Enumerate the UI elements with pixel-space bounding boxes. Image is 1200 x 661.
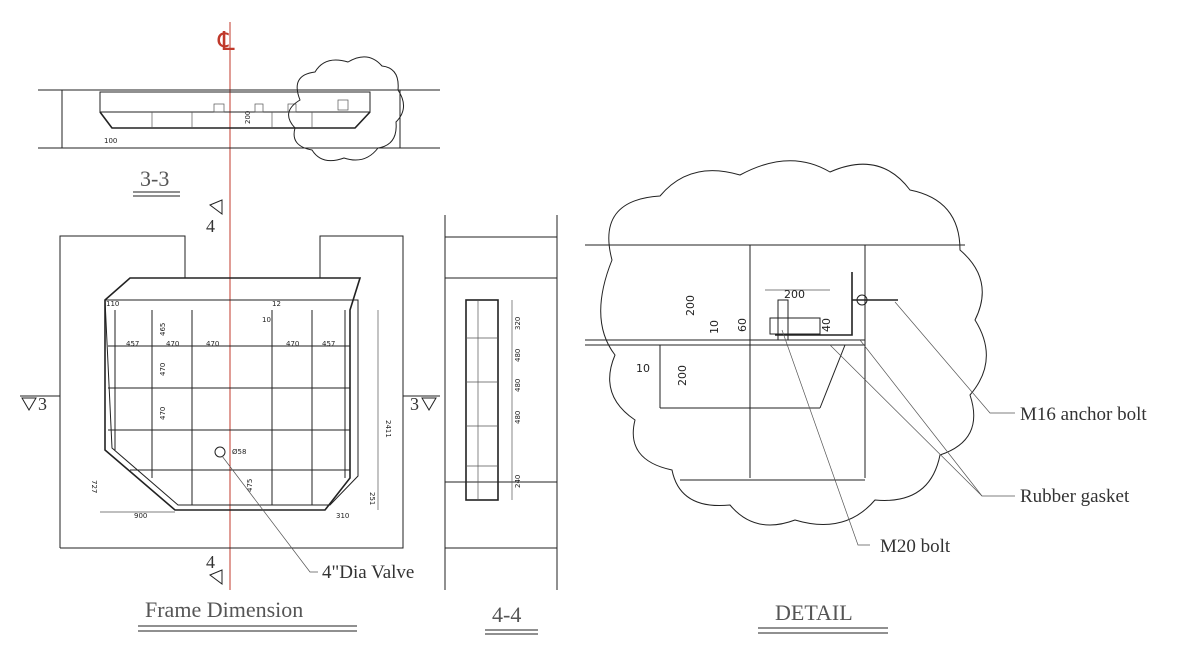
svg-text:200: 200 [244,111,252,124]
anchor-bolt-callout: M16 anchor bolt [1020,404,1147,425]
section-3-3-title: 3-3 [140,166,169,191]
valve-dim: Ø58 [232,448,246,456]
dim-470-a: 470 [166,340,179,348]
dim-470-row-b: 470 [159,407,167,420]
detail-title: DETAIL [775,600,853,625]
svg-text:100: 100 [104,137,117,145]
dim-480-b: 480 [514,379,522,392]
mark-4-top: 4 [206,216,215,236]
detail-dim-40: 40 [820,318,833,332]
dim-320: 320 [514,317,522,330]
detail-dim-200-bot: 200 [676,365,689,386]
dim-240: 240 [514,475,522,488]
dim-470-c: 470 [286,340,299,348]
centerline-symbol: ℄ [217,27,235,56]
detail-dim-200-w: 200 [784,288,805,301]
valve-symbol [214,446,226,458]
bolt-callout: M20 bolt [880,536,951,557]
dim-480-a: 480 [514,349,522,362]
dim-470-row-a: 470 [159,363,167,376]
dim-900: 900 [134,512,147,520]
detail-view: 200 200 200 10 10 60 40 M16 anchor bolt … [585,160,1147,634]
dim-727: 727 [90,480,98,493]
dim-475: 475 [246,479,254,492]
centerline: ℄ [217,22,235,590]
dim-480-c: 480 [514,411,522,424]
dim-465: 465 [159,323,167,336]
dim-457-left: 457 [126,340,139,348]
dim-251: 251 [368,492,376,505]
dim-12: 12 [272,300,281,308]
section-4-4-view: 320 480 480 480 240 4-4 [444,215,558,635]
frame-dimension-view: Ø58 457 470 470 470 457 465 470 470 475 … [20,199,440,632]
valve-callout: 4"Dia Valve [322,562,414,583]
mark-4-bottom: 4 [206,552,215,572]
detail-dim-10-b: 10 [636,362,650,375]
detail-dim-10-a: 10 [708,320,721,334]
dim-470-b: 470 [206,340,219,348]
dim-310: 310 [336,512,349,520]
mark-3-right: 3 [410,394,419,414]
section-3-3-view: 200 100 3-3 [38,56,440,197]
mark-3-left: 3 [38,394,47,414]
frame-dimension-title: Frame Dimension [145,597,303,622]
rubber-gasket-callout: Rubber gasket [1020,486,1130,507]
section-4-4-title: 4-4 [492,602,521,627]
dim-10: 10 [262,316,271,324]
detail-dim-60: 60 [736,318,749,332]
dim-2411: 2411 [384,420,392,438]
dim-457-right: 457 [322,340,335,348]
dim-110: 110 [106,300,119,308]
detail-dim-200-top: 200 [684,295,697,316]
